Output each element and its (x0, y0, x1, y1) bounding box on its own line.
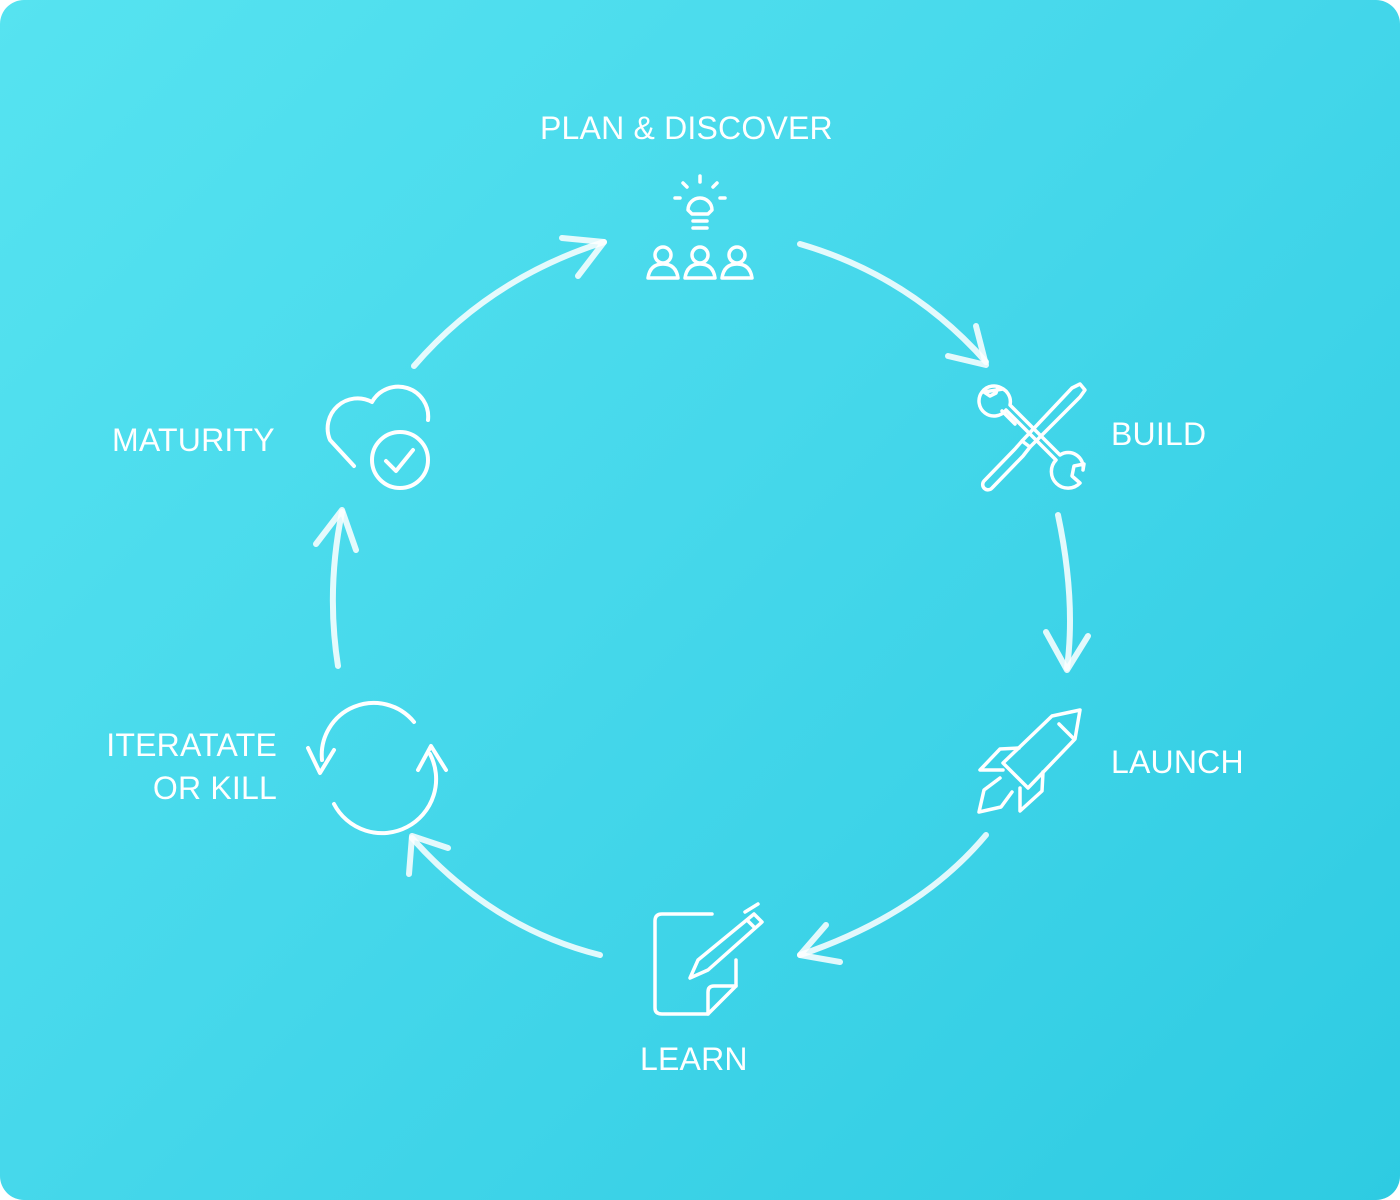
refresh-cycle-icon (306, 700, 448, 836)
arrow-plan-to-build (797, 241, 989, 368)
stage-label-maturity: MATURITY (112, 422, 275, 458)
stage-label-plan-discover: PLAN & DISCOVER (540, 110, 833, 146)
rocket-icon (977, 708, 1082, 814)
arrow-learn-to-iterate (406, 833, 603, 958)
stage-label-build: BUILD (1111, 416, 1207, 452)
stage-label-iterate-line2: OR KILL (152, 770, 277, 806)
heart-check-icon (325, 384, 431, 490)
wrench-screwdriver-icon (977, 382, 1087, 492)
arrow-iterate-to-maturity (313, 507, 359, 669)
stage-label-iterate-line1: ITERATATE (106, 727, 277, 763)
arrow-launch-to-learn (797, 832, 989, 965)
document-pen-icon (653, 902, 764, 1016)
arrow-maturity-to-plan (411, 235, 607, 369)
arrow-build-to-launch (1043, 512, 1091, 673)
stage-label-learn: LEARN (640, 1041, 748, 1077)
stage-label-launch: LAUNCH (1111, 744, 1244, 780)
lightbulb-team-icon (646, 174, 754, 280)
stage-label-iterate-or-kill: ITERATATE OR KILL (86, 724, 277, 810)
